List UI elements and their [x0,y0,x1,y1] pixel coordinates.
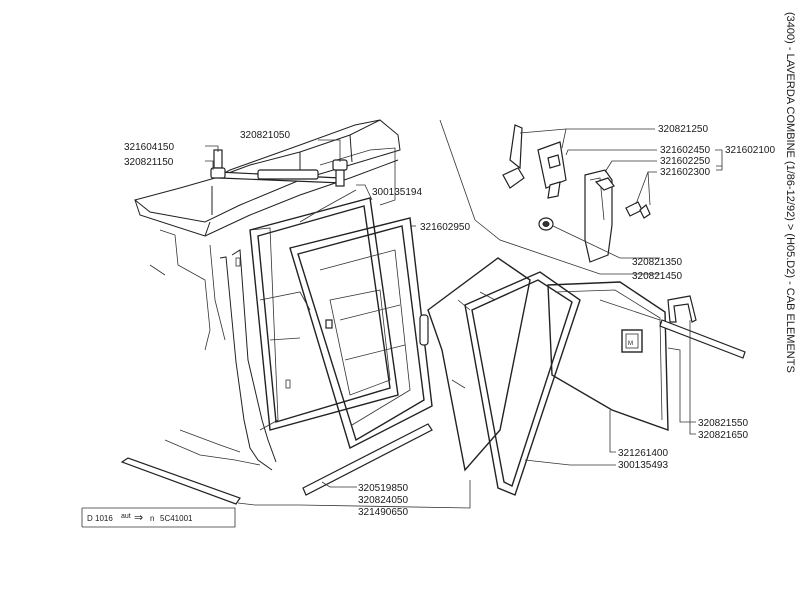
window-frame-300135493 [464,271,581,496]
label-320824050: 320824050 [358,495,408,506]
label-321602950: 321602950 [420,222,470,233]
footer-suffix: aut [121,513,131,520]
label-321490650: 321490650 [358,507,408,518]
label-320519850: 320519850 [358,483,408,494]
hinge-hardware [502,124,697,323]
label-320821350: 320821350 [632,257,682,268]
window-frame-300135194 [249,197,399,431]
label-300135493: 300135493 [618,460,668,471]
glass-pane [427,257,531,472]
label-320821050: 320821050 [240,130,290,141]
label-321602100: 321602100 [725,145,775,156]
gas-strut [210,149,348,187]
label-321602450: 321602450 [660,145,710,156]
seal-strips [120,319,746,505]
label-321261400: 321261400 [618,448,668,459]
leader-lines [205,119,723,509]
part-number-labels: 320821050 321604150 320821150 300135194 … [124,124,775,518]
arrow-icon: ⇒ [134,512,143,524]
footer-code: D 1016 [87,514,113,523]
label-320821450: 320821450 [632,271,682,282]
label-321602250: 321602250 [660,156,710,167]
label-321604150: 321604150 [124,142,174,153]
door-frame-321602950 [289,217,433,450]
svg-text:M: M [628,341,633,347]
label-321602300: 321602300 [660,167,710,178]
footer-n-prefix: n [150,514,154,523]
label-320821550: 320821550 [698,418,748,429]
label-300135194: 300135194 [372,187,422,198]
footer-applicability-box: D 1016 aut ⇒ n 5C41001 [81,507,236,528]
footer-serial: 5C41001 [160,514,193,523]
page-title: (3400) - LAVERDA COMBINE (1/86-12/92) > … [784,12,796,373]
label-320821250: 320821250 [658,124,708,135]
side-panel-321261400: M [547,281,669,432]
label-320821150: 320821150 [124,157,174,168]
label-320821650: 320821650 [698,430,748,441]
